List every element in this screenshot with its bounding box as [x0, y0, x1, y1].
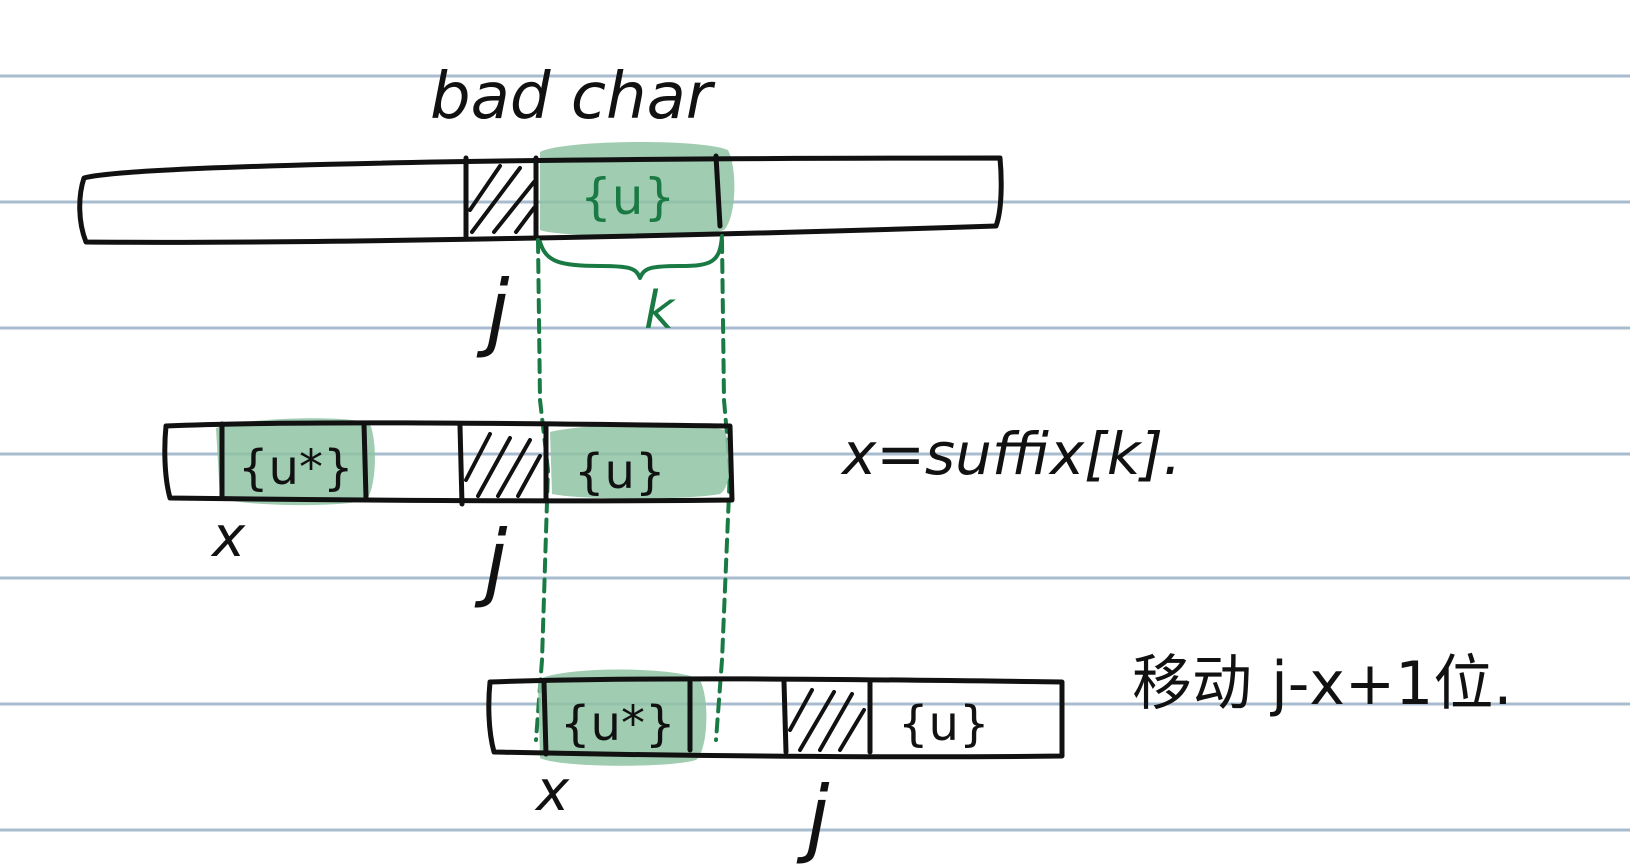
- row2-cell-border: [361, 421, 369, 501]
- row1-highlight-u: [540, 141, 735, 236]
- shift-note: 移动 j-x+1位.: [1132, 649, 1512, 719]
- row1-array-box: [77, 155, 1004, 245]
- row2-pattern-box: [162, 420, 735, 504]
- row3-pattern-box: [486, 676, 1065, 760]
- row2-cell-border: [457, 423, 465, 507]
- row3-cell-border: [781, 679, 789, 755]
- row3-highlight-ustar: [538, 669, 707, 766]
- row2-x-label: x: [210, 505, 246, 570]
- row1-u-label: {u}: [580, 168, 675, 226]
- row2-pattern: {u*} {u} x j x=suffix[k].: [162, 418, 1181, 610]
- row1-k-label: k: [644, 281, 676, 341]
- diagram-title: bad char: [430, 60, 716, 134]
- row3-j-label: j: [796, 768, 830, 864]
- row1-hatch: [468, 164, 536, 234]
- row1-brace: [538, 234, 724, 280]
- row3-shifted-pattern: {u*} {u} x j 移动 j-x+1位.: [486, 649, 1512, 864]
- row3-cell-border: [541, 679, 549, 757]
- row3-x-label: x: [534, 759, 570, 824]
- row2-hatch: [464, 432, 542, 498]
- row3-hatch: [788, 688, 866, 752]
- suffix-formula: x=suffix[k].: [840, 420, 1181, 488]
- row1-cell-border: [713, 153, 723, 229]
- row2-u-label: {u}: [574, 444, 666, 500]
- row2-ustar-label: {u*}: [238, 440, 354, 496]
- row2-highlight-u: [550, 424, 731, 499]
- row3-ustar-label: {u*}: [560, 696, 676, 752]
- row2-highlight-ustar: [216, 418, 375, 506]
- row1-j-label: j: [476, 262, 510, 360]
- row3-u-label: {u}: [898, 696, 990, 752]
- row2-j-label: j: [474, 512, 508, 610]
